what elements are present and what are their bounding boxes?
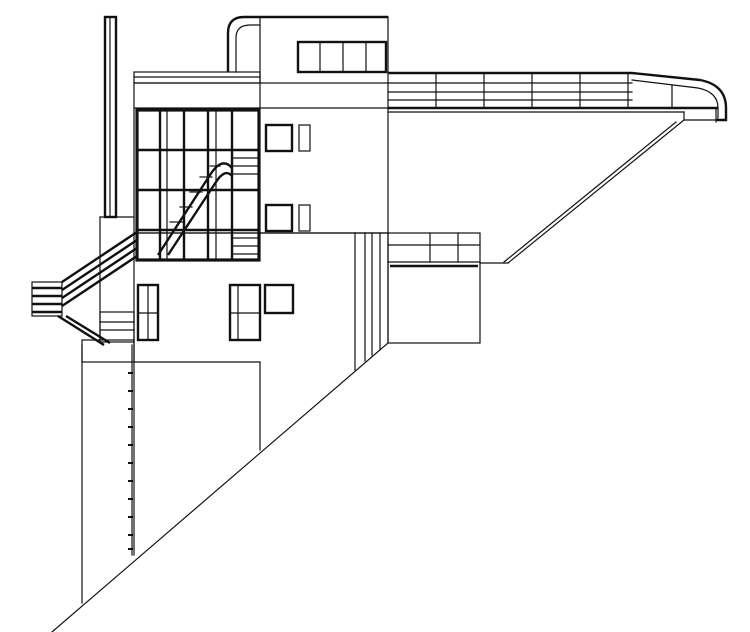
- ground-slope: [51, 342, 389, 632]
- middle-window: [264, 203, 311, 233]
- cantilevered-deck: [387, 71, 728, 264]
- curtain-wall: [135, 108, 261, 262]
- exterior-stair: [31, 216, 138, 363]
- chimney: [103, 15, 118, 219]
- upper-window: [264, 123, 311, 153]
- lower-windows: [136, 283, 295, 342]
- side-annex: [387, 232, 481, 344]
- interior-spiral-stair: [156, 162, 233, 256]
- foundation-ladder: [128, 344, 133, 556]
